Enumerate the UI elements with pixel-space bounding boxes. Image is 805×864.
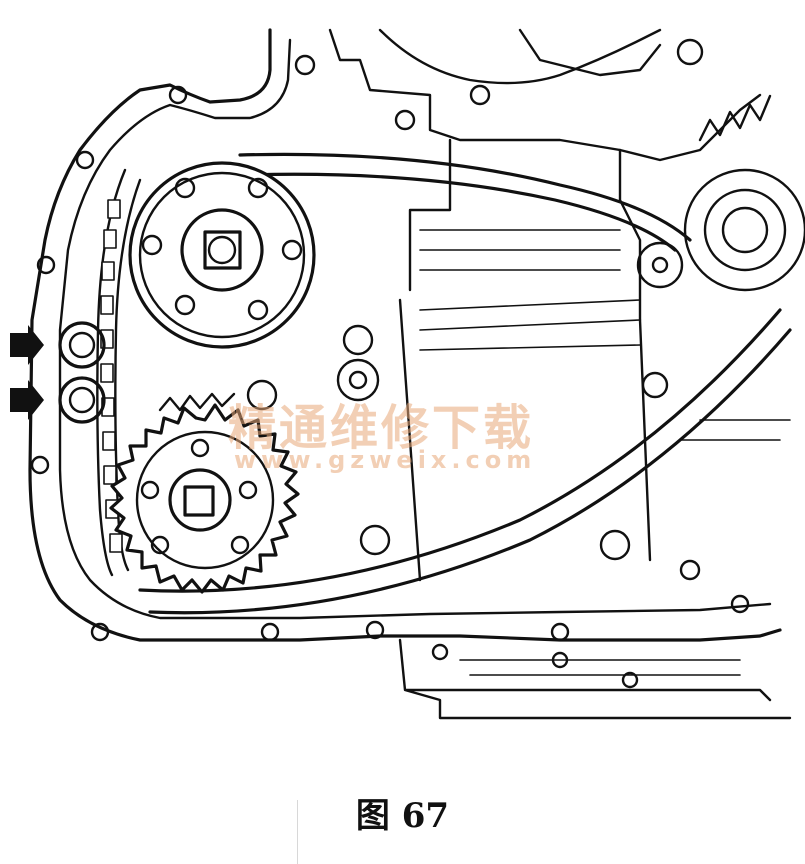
drive-belt — [243, 172, 677, 252]
sprocket-hole — [174, 294, 196, 316]
cover-bolt — [90, 622, 110, 642]
oil-pan-bolt — [551, 651, 569, 669]
block-boss — [348, 370, 368, 390]
block-boss — [641, 371, 669, 399]
chain-tensioner — [68, 386, 96, 414]
idler-pulley-hub — [651, 256, 669, 274]
block-boss — [246, 379, 278, 411]
block-boss — [342, 324, 374, 356]
cover-bolt — [730, 594, 750, 614]
block-boss — [679, 559, 701, 581]
head-structure — [419, 299, 641, 351]
cover-bolt — [365, 620, 385, 640]
cover-bolt — [36, 255, 56, 275]
head-structure — [328, 28, 762, 162]
timing-cover-inner-outline — [58, 38, 772, 620]
cover-bolt — [469, 84, 491, 106]
head-structure — [378, 28, 662, 85]
tensioner-spring — [698, 94, 772, 142]
sprocket-hole — [174, 177, 196, 199]
sprocket-hole — [230, 535, 250, 555]
head-structure — [408, 138, 452, 292]
figure-caption: 图 67 — [355, 796, 450, 836]
sprocket-hole — [281, 239, 303, 261]
head-structure — [518, 28, 662, 77]
head-structure — [419, 229, 621, 271]
sprocket-hole — [247, 177, 269, 199]
sprocket-hole — [238, 480, 258, 500]
block-boss — [599, 529, 631, 561]
sprocket-hole — [140, 480, 160, 500]
chain-tensioner — [58, 376, 106, 424]
oil-pan-bolt — [621, 671, 639, 689]
sprocket-hole — [247, 299, 269, 321]
sprocket-hole — [150, 535, 170, 555]
block-boss — [359, 524, 391, 556]
accessory-pulley — [703, 188, 787, 272]
camshaft-sprocket-upper — [128, 161, 316, 349]
cover-bolt — [260, 622, 280, 642]
line-drawing — [10, 28, 805, 720]
oil-pan — [398, 638, 792, 720]
pointer-arrow-icon — [10, 325, 44, 365]
intermediate-gear — [158, 392, 236, 412]
drive-belt — [238, 152, 692, 242]
timing-cover-outline — [28, 28, 782, 642]
timing-chain-links — [100, 199, 123, 553]
head-structure — [618, 148, 642, 322]
chain-tensioner — [68, 331, 96, 359]
page-margin-line — [297, 800, 298, 864]
oil-pan-bolt — [431, 643, 449, 661]
cover-bolts — [30, 38, 750, 642]
camshaft-sprocket-lower — [109, 403, 300, 594]
sprocket-hole — [141, 234, 163, 256]
cover-bolt — [294, 54, 316, 76]
cover-bolt — [75, 150, 95, 170]
accessory-pulley — [683, 168, 805, 292]
engine-timing-diagram — [10, 28, 805, 720]
drive-belt — [138, 308, 782, 593]
sprocket-hole — [190, 438, 210, 458]
oil-pan — [459, 659, 741, 676]
drive-belt — [148, 328, 792, 615]
cover-bolt — [550, 622, 570, 642]
cover-bolt — [676, 38, 704, 66]
block-boss — [336, 358, 380, 402]
accessory-pulley — [721, 206, 769, 254]
belt-edge-right — [679, 419, 791, 441]
cover-bolt — [30, 455, 50, 475]
pointer-arrow-icon — [10, 380, 44, 420]
cover-bolt — [168, 85, 188, 105]
watermark-url: www.gzweix.com — [234, 446, 537, 474]
watermark-brand: 精通维修下载 — [228, 400, 535, 456]
cover-bolt — [394, 109, 416, 131]
idler-pulley — [636, 241, 684, 289]
chain-tensioner — [58, 321, 106, 369]
